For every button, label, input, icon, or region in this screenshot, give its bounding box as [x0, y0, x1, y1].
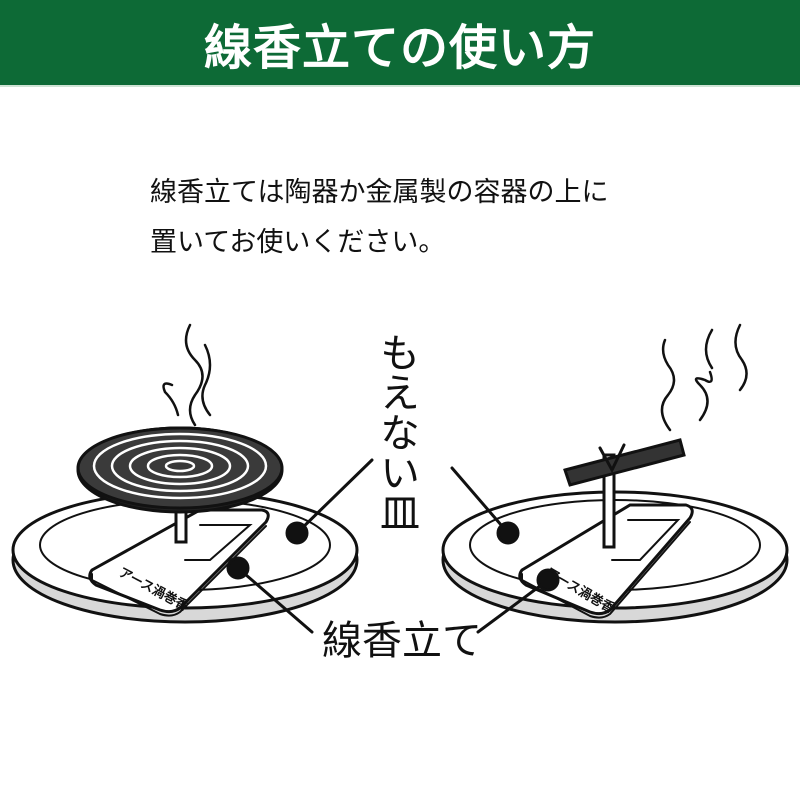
mosquito-coil-icon	[76, 426, 284, 514]
instruction-line-1: 線香立ては陶器か金属製の容器の上に	[150, 177, 609, 208]
right-stand-illustration: アース渦巻香	[518, 453, 694, 619]
label-incense-stand: 線香立て	[322, 618, 482, 664]
incense-stick-icon	[563, 438, 686, 487]
callout-dot	[226, 556, 250, 580]
leader-lines	[226, 458, 560, 634]
callout-dot	[536, 568, 560, 592]
page-title: 線香立ての使い方	[203, 19, 596, 76]
instruction-line-2: 置いてお使いください。	[150, 227, 446, 258]
header-bar: 線香立ての使い方	[0, 0, 800, 87]
label-nonflammable-plate: もえない皿	[373, 332, 419, 532]
smoke-icon	[162, 323, 212, 427]
smoke-icon-right	[660, 323, 748, 432]
instruction-text: 線香立ては陶器か金属製の容器の上に 置いてお使いください。	[150, 168, 608, 268]
callout-dot	[496, 521, 520, 545]
callout-dot	[285, 521, 309, 545]
